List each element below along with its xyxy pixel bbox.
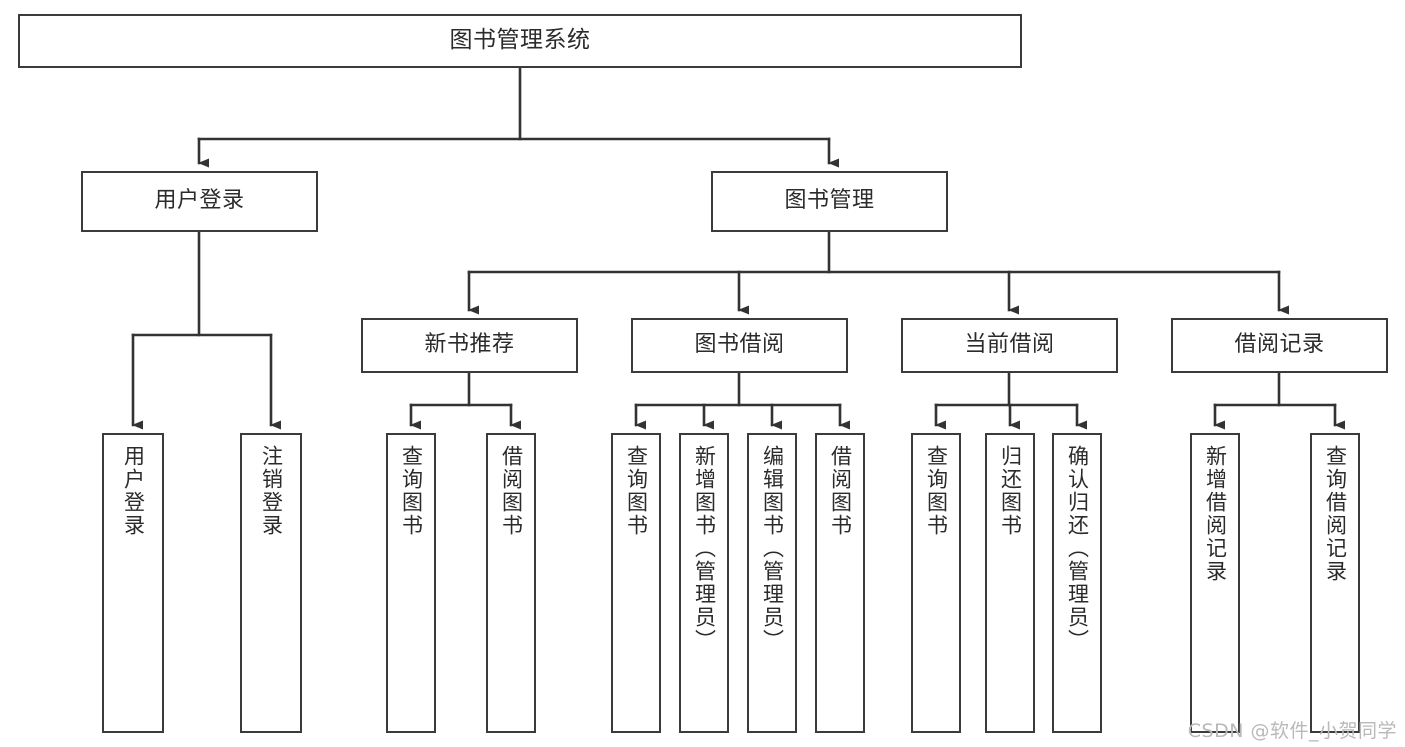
node-leaf-query-book-rec-label: 查询图书 (399, 445, 424, 537)
node-leaf-query-book-current-label: 查询图书 (924, 445, 949, 537)
node-new-book-rec-label: 新书推荐 (424, 332, 515, 358)
node-leaf-return-book[interactable]: 归还图书 (985, 433, 1035, 733)
node-current-borrow[interactable]: 当前借阅 (901, 318, 1118, 373)
node-book-borrow-label: 图书借阅 (694, 332, 785, 358)
node-book-manage[interactable]: 图书管理 (711, 171, 948, 232)
node-leaf-query-book-rec[interactable]: 查询图书 (386, 433, 436, 733)
node-user-login-label: 用户登录 (154, 188, 245, 214)
node-leaf-borrow-book-label: 借阅图书 (828, 445, 853, 537)
node-leaf-query-book-current[interactable]: 查询图书 (911, 433, 961, 733)
node-new-book-rec[interactable]: 新书推荐 (361, 318, 578, 373)
node-leaf-edit-book-label: 编辑图书（管理员） (760, 445, 785, 652)
node-current-borrow-label: 当前借阅 (964, 332, 1055, 358)
node-leaf-query-book-borrow-label: 查询图书 (624, 445, 649, 537)
node-borrow-record-label: 借阅记录 (1234, 332, 1325, 358)
node-root-label: 图书管理系统 (449, 27, 591, 54)
node-user-login[interactable]: 用户登录 (81, 171, 318, 232)
node-leaf-add-book[interactable]: 新增图书（管理员） (679, 433, 729, 733)
node-leaf-user-logout-label: 注销登录 (259, 445, 284, 537)
node-leaf-borrow-book[interactable]: 借阅图书 (815, 433, 865, 733)
node-leaf-query-record-label: 查询借阅记录 (1323, 445, 1348, 583)
node-leaf-user-login[interactable]: 用户登录 (102, 433, 164, 733)
node-leaf-add-book-label: 新增图书（管理员） (692, 445, 717, 652)
node-leaf-edit-book[interactable]: 编辑图书（管理员） (747, 433, 797, 733)
node-leaf-return-book-label: 归还图书 (998, 445, 1023, 537)
node-leaf-confirm-return-label: 确认归还（管理员） (1065, 445, 1090, 652)
node-book-borrow[interactable]: 图书借阅 (631, 318, 848, 373)
node-leaf-confirm-return[interactable]: 确认归还（管理员） (1052, 433, 1102, 733)
node-book-manage-label: 图书管理 (784, 188, 875, 214)
node-leaf-add-record[interactable]: 新增借阅记录 (1190, 433, 1240, 733)
node-borrow-record[interactable]: 借阅记录 (1171, 318, 1388, 373)
node-root[interactable]: 图书管理系统 (18, 14, 1022, 68)
node-leaf-borrow-book-rec[interactable]: 借阅图书 (486, 433, 536, 733)
node-leaf-borrow-book-rec-label: 借阅图书 (499, 445, 524, 537)
node-leaf-add-record-label: 新增借阅记录 (1203, 445, 1228, 583)
node-leaf-user-login-label: 用户登录 (121, 445, 146, 537)
node-leaf-user-logout[interactable]: 注销登录 (240, 433, 302, 733)
node-leaf-query-record[interactable]: 查询借阅记录 (1310, 433, 1360, 733)
node-leaf-query-book-borrow[interactable]: 查询图书 (611, 433, 661, 733)
